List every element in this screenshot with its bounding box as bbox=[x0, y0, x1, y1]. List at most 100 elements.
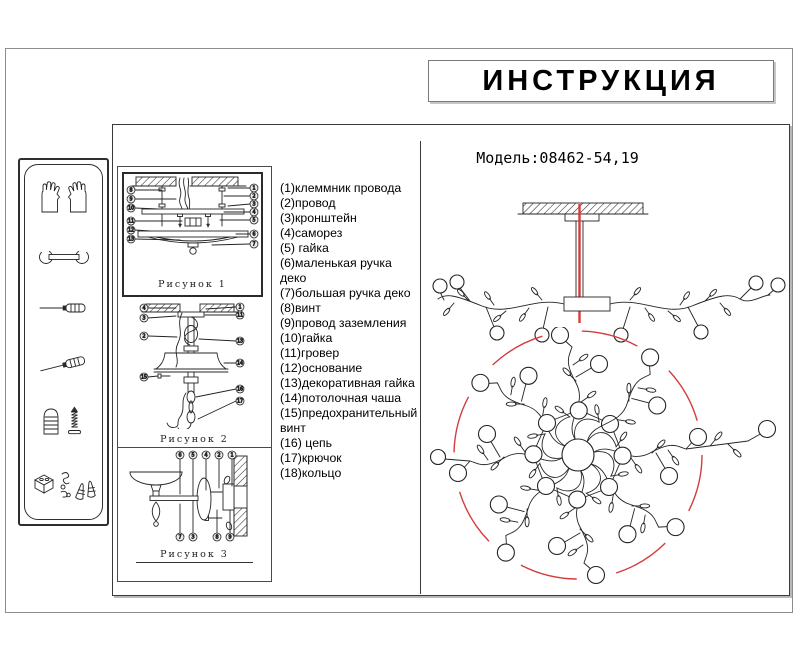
vertical-divider bbox=[420, 141, 421, 594]
callout-number: 10 bbox=[128, 206, 134, 212]
callout-number: 14 bbox=[237, 361, 243, 367]
callout: 13 bbox=[126, 234, 181, 244]
part-item: (8)винт bbox=[280, 301, 321, 315]
callout: 3 bbox=[227, 199, 259, 209]
callout: 15 bbox=[139, 372, 159, 382]
callout-number: 3 bbox=[252, 202, 255, 208]
callout-number: 6 bbox=[178, 453, 181, 459]
figure-2: 4 3 2 15 1 11 13 14 16 17 Рисунок 2 bbox=[118, 301, 271, 448]
wrench-icon bbox=[38, 245, 89, 265]
callout: 5 bbox=[219, 215, 259, 225]
callout: 6 bbox=[235, 229, 259, 239]
callout-number: 3 bbox=[142, 316, 145, 322]
part-item: (4)саморез bbox=[280, 226, 343, 240]
gloves-icon bbox=[41, 181, 86, 213]
callout-number: 1 bbox=[230, 453, 233, 459]
callout: 4 bbox=[223, 207, 259, 217]
left-branch-extension bbox=[429, 448, 471, 466]
branches bbox=[429, 327, 777, 584]
page-border bbox=[5, 48, 793, 613]
figure-3-caption: Рисунок 3 bbox=[160, 549, 229, 560]
part-item: (18)кольцо bbox=[280, 466, 342, 480]
callout: 2 bbox=[223, 191, 259, 201]
callout: 7 bbox=[175, 503, 185, 542]
callout: 12 bbox=[126, 225, 151, 235]
callout: 8 bbox=[126, 185, 163, 195]
hardware-parts-icon bbox=[33, 471, 96, 500]
callout-number: 1 bbox=[252, 186, 255, 192]
figure-3-drawing: 6 5 4 2 1 7 3 8 9 bbox=[129, 450, 248, 542]
callout: 10 bbox=[126, 203, 159, 213]
callout-number: 9 bbox=[129, 197, 132, 203]
part-item: (14)потолочная чаша bbox=[280, 391, 402, 405]
callout: 4 bbox=[139, 303, 177, 313]
callout-number: 2 bbox=[252, 194, 255, 200]
callout-number: 7 bbox=[178, 535, 181, 541]
wall-hatch bbox=[233, 455, 248, 537]
callout: 3 bbox=[188, 500, 198, 542]
page-title: ИНСТРУКЦИЯ bbox=[482, 64, 720, 97]
parts-list: (1)клеммник провода (2)провод (3)кронште… bbox=[280, 181, 420, 481]
callout-number: 4 bbox=[142, 306, 145, 312]
callout-number: 12 bbox=[128, 228, 134, 234]
part-item: (10)гайка bbox=[280, 331, 333, 345]
screwdriver-icon-2 bbox=[39, 355, 85, 371]
backplate bbox=[196, 477, 212, 521]
callout-number: 8 bbox=[129, 188, 132, 194]
callout: 2 bbox=[214, 450, 224, 489]
callout-number: 17 bbox=[237, 399, 243, 405]
rod-and-nuts bbox=[183, 316, 199, 354]
callout-number: 11 bbox=[128, 219, 134, 225]
callout-number: 7 bbox=[252, 242, 255, 248]
callout: 7 bbox=[211, 239, 259, 249]
callout-number: 13 bbox=[128, 237, 134, 243]
part-item: (16) цепь bbox=[280, 436, 333, 450]
callout: 9 bbox=[126, 194, 177, 204]
part-item: (2)провод bbox=[280, 196, 336, 210]
base-canopy bbox=[137, 230, 249, 255]
callout-number: 2 bbox=[217, 453, 220, 459]
callout-number: 16 bbox=[237, 387, 243, 393]
finial bbox=[151, 501, 161, 527]
red-dashed-circle bbox=[453, 330, 703, 580]
callout: 17 bbox=[197, 396, 245, 420]
model-label: Модель:08462-54,19 bbox=[476, 149, 639, 167]
figure-2-caption: Рисунок 2 bbox=[160, 434, 229, 445]
callout-number: 5 bbox=[191, 453, 194, 459]
callout-number: 4 bbox=[252, 210, 255, 216]
callout: 14 bbox=[223, 358, 245, 368]
mounting-bracket bbox=[141, 185, 245, 228]
callout: 11 bbox=[204, 310, 245, 320]
callout-number: 2 bbox=[142, 334, 145, 340]
callout-number: 9 bbox=[228, 535, 231, 541]
part-item: (6)маленькая ручка деко bbox=[280, 256, 392, 285]
figure-3: 6 5 4 2 1 7 3 8 9 Рисунок 3 bbox=[118, 448, 271, 579]
tools-sidebar bbox=[18, 158, 109, 526]
figure-1: 8 9 10 11 12 13 1 2 3 4 5 6 7 Рисунок 1 bbox=[122, 172, 263, 297]
ceiling-hatch bbox=[517, 202, 649, 215]
left-branch bbox=[432, 274, 565, 343]
part-item: (9)провод заземления bbox=[280, 316, 407, 330]
center-hub bbox=[563, 296, 611, 312]
callout-number: 8 bbox=[215, 535, 218, 541]
figure-1-drawing: 8 9 10 11 12 13 1 2 3 4 5 6 7 bbox=[126, 176, 259, 255]
callout: 9 bbox=[225, 509, 235, 542]
callout: 8 bbox=[212, 509, 222, 542]
wall-bracket bbox=[222, 483, 235, 511]
sconce-arm bbox=[149, 495, 199, 501]
chandelier-top-view bbox=[429, 327, 777, 591]
callout: 16 bbox=[195, 384, 245, 398]
callout-number: 6 bbox=[252, 232, 255, 238]
callout: 2 bbox=[139, 331, 178, 341]
figures-column: 8 9 10 11 12 13 1 2 3 4 5 6 7 Рисунок 1 bbox=[117, 166, 272, 582]
callout-number: 3 bbox=[191, 535, 194, 541]
callout: 1 bbox=[227, 450, 237, 487]
figure-1-caption: Рисунок 1 bbox=[158, 279, 227, 290]
figure-3-underline bbox=[136, 562, 253, 563]
part-item: (7)большая ручка деко bbox=[280, 286, 411, 300]
canopy bbox=[564, 213, 600, 222]
right-branch-extension bbox=[685, 419, 777, 459]
part-item: (12)основание bbox=[280, 361, 363, 375]
callout: 3 bbox=[139, 313, 177, 323]
